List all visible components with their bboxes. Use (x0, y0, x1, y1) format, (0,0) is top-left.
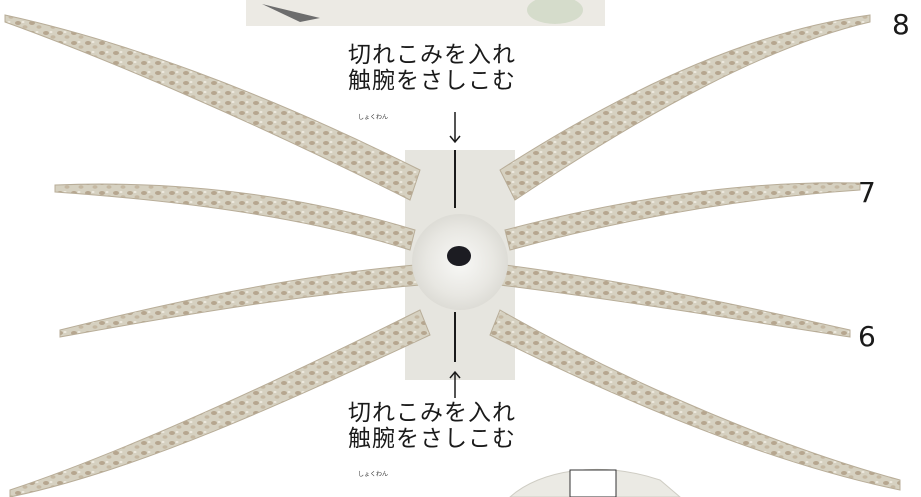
arm-mid-left-1 (55, 184, 415, 250)
beak (447, 246, 471, 266)
top-annotation-line1: 切れこみを入れ (348, 42, 516, 68)
arm-mid-left-2 (60, 265, 420, 337)
arm-number-7: 7 (858, 176, 876, 209)
arm-upper-right (500, 15, 870, 200)
arm-mid-right-1 (505, 183, 860, 250)
arm-number-6: 6 (858, 320, 876, 353)
bottom-annotation-line2: 触腕をさしこむ (348, 426, 516, 452)
arm-lower-right (490, 310, 900, 490)
bottom-annotation-line1: 切れこみを入れ (348, 400, 516, 426)
bottom-annotation-ruby: しょくわん (358, 469, 388, 478)
top-annotation-ruby: しょくわん (358, 112, 388, 121)
arm-mid-right-2 (500, 265, 850, 337)
top-annotation-line2: 触腕をさしこむ (348, 68, 516, 94)
top-annotation: 切れこみを入れ 触腕をさしこむ (348, 42, 516, 95)
bottom-annotation: 切れこみを入れ 触腕をさしこむ (348, 400, 516, 453)
bottom-photo-box (570, 470, 616, 497)
arm-number-8: 8 (892, 8, 910, 41)
